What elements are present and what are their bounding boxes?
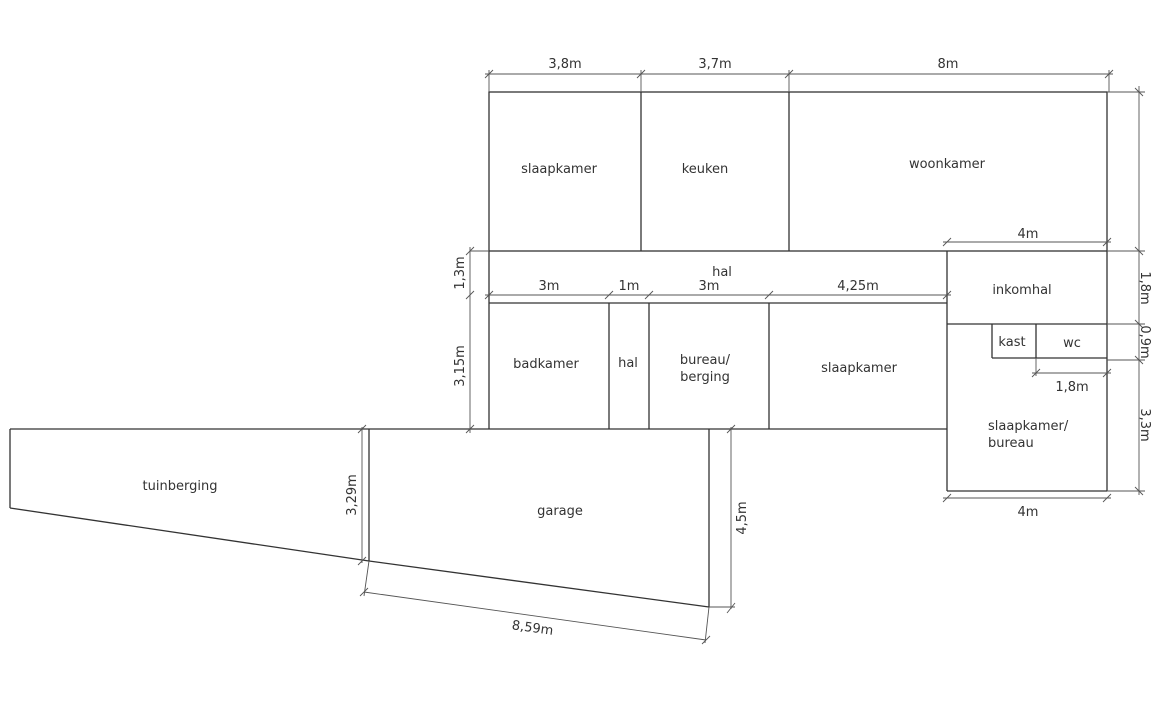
room-label-slaapkamer-bureau: slaapkamer/ (988, 419, 1069, 434)
dim-label: 4,5m (735, 501, 750, 534)
room-label-slaapkamer-2: slaapkamer (821, 361, 897, 376)
dim-label: 3,7m (698, 57, 731, 72)
room-label-hal: hal (712, 265, 732, 280)
room-label-wc: wc (1063, 336, 1081, 351)
room-label-slaapkamer: slaapkamer (521, 162, 597, 177)
dim-label: 3,8m (548, 57, 581, 72)
room-label-woonkamer: woonkamer (909, 157, 986, 172)
dim-label: 3,3m (1137, 408, 1152, 441)
dim-label: 4m (1018, 505, 1039, 520)
room-label-badkamer: badkamer (513, 357, 579, 372)
dim-label: 3,15m (453, 345, 468, 387)
room-label-bureau: bureau/ (680, 353, 731, 368)
dim-label: 4m (1018, 227, 1039, 242)
walls (9, 91, 1108, 608)
dim-label: 4,25m (837, 279, 879, 294)
dim-label: 0,9m (1137, 325, 1152, 358)
room-label-kast: kast (998, 335, 1025, 350)
room-label-bureau-2: bureau (988, 436, 1034, 451)
room-label-inkomhal: inkomhal (992, 283, 1051, 298)
dim-label: 3,29m (345, 474, 360, 516)
room-label-tuinberging: tuinberging (143, 479, 218, 494)
dim-label: 1,8m (1137, 271, 1152, 304)
dim-label: 1,3m (453, 256, 468, 289)
dim-label: 1m (619, 279, 640, 294)
room-label-keuken: keuken (682, 162, 729, 177)
dimension-lines (357, 69, 1145, 645)
room-label-garage: garage (537, 504, 583, 519)
dim-label: 3m (699, 279, 720, 294)
room-label-berging: berging (680, 370, 730, 385)
dim-label: 8m (938, 57, 959, 72)
dim-label: 8,59m (511, 618, 554, 639)
room-label-hal-2: hal (618, 356, 638, 371)
dim-label: 1,8m (1055, 380, 1088, 395)
dim-label: 3m (539, 279, 560, 294)
